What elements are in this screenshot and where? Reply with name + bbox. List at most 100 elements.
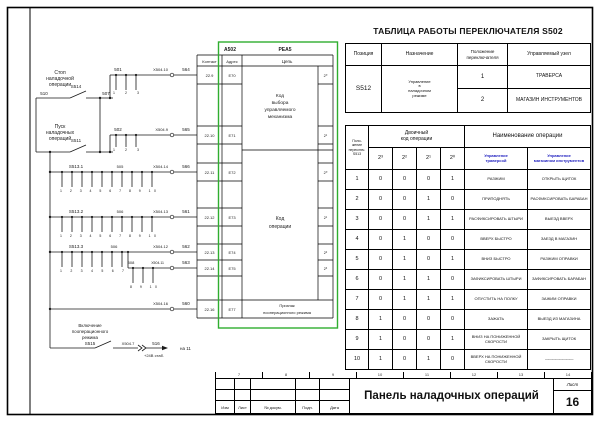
wire-564: 564 <box>182 67 190 72</box>
col-data: Дата <box>330 404 339 410</box>
col-selector-position: Поло- жение переключ. S513 <box>345 125 369 170</box>
svg-text:E77: E77 <box>228 307 236 312</box>
col-contact: Контакт <box>202 59 217 64</box>
svg-text:пооперационного режима: пооперационного режима <box>263 310 312 315</box>
contact-numbers: 1 2 3 <box>113 91 139 95</box>
switch-s513-2-label: S513.2 <box>69 209 84 214</box>
connector-x504-16: X504.16 <box>153 301 169 306</box>
connector-x504-7: X504.7 <box>122 341 135 346</box>
svg-text:E74: E74 <box>228 250 236 255</box>
supply-label: +24В стаб. <box>144 353 164 358</box>
bit-header: 2² <box>392 147 417 170</box>
wire-516: 516 <box>152 341 160 346</box>
col-dokum: № докум. <box>251 401 296 413</box>
zone-number: 7 <box>215 372 262 378</box>
switch-position: S512 <box>345 65 382 113</box>
col-unit: Управляемый узел <box>507 43 591 66</box>
state-cell: 2 <box>457 88 508 113</box>
highlight-box <box>217 41 339 329</box>
col-addr: Адрес <box>226 59 237 64</box>
op-row: 8 1 0 0 0 ЗАЖАТЬ ВЫЕЗД ИЗ МАГАЗИНА <box>345 309 591 330</box>
svg-text:E75: E75 <box>228 266 236 271</box>
sheet-label: Лист <box>554 379 591 391</box>
schematic-labels: Стоп наладочной операции 510 S514 507 Пу… <box>40 67 191 358</box>
zone-strip: 7 8 9 10 11 12 13 14 <box>215 372 592 378</box>
section-mode-flag: Признак <box>279 303 295 308</box>
contact-cell: 22.9 <box>206 73 215 78</box>
header-operation-name: Наименование операции <box>464 125 591 148</box>
wire-561: 561 <box>182 209 190 214</box>
svg-text:22.11: 22.11 <box>205 170 215 175</box>
svg-text:2⁰: 2⁰ <box>324 171 328 175</box>
op-pos: 1 <box>345 169 369 190</box>
svg-text:22.16: 22.16 <box>204 307 215 312</box>
bit-header: 2¹ <box>416 147 441 170</box>
op-magazine: ОТКРЫТЬ ЩИТОК <box>527 169 591 190</box>
op-row: 5 0 1 0 1 ВНИЗ БЫСТРО РАЗЖИМ ОПРАВКИ <box>345 249 591 270</box>
junction-dots <box>48 73 168 351</box>
connector-x504-13: X504.13 <box>153 209 169 214</box>
wire-501: 501 <box>114 67 122 72</box>
col-podp: Подп. <box>296 401 320 413</box>
svg-text:E73: E73 <box>228 215 236 220</box>
svg-text:E71: E71 <box>228 133 236 138</box>
op-row: 10 1 0 1 0 ВВЕРХ НА ПОНИЖЕННОЙ СКОРОСТИ … <box>345 349 591 370</box>
op-row: 4 0 1 0 0 ВВЕРХ БЫСТРО ЗАЕЗД В МАГАЗИН <box>345 229 591 250</box>
ladder-wiring <box>35 74 197 352</box>
operations-table-grid: Поло- жение переключ. S513 Двоичный код … <box>345 125 591 370</box>
col-position: Позиция <box>345 43 382 66</box>
col-state: Положение переключателя <box>457 43 508 66</box>
col-circuit: Цепь <box>282 59 293 64</box>
wire-560: 560 <box>182 301 190 306</box>
connector-table: A502 РЕА5 Контакт Адрес Цепь 22.9 22.10 … <box>196 41 339 329</box>
svg-text:E72: E72 <box>228 170 236 175</box>
op-row: 2 0 0 1 0 ПРИПОДНЯТЬ РАСФИКСИРОВАТЬ БАРА… <box>345 189 591 210</box>
svg-text:2¹: 2¹ <box>324 216 328 220</box>
svg-text:22.12: 22.12 <box>204 215 215 220</box>
section-select-code: Код <box>276 93 284 99</box>
svg-text:механизма: механизма <box>268 115 293 120</box>
state-cell: 1 <box>457 65 508 89</box>
to-sheet-ref: на 11 <box>180 346 191 351</box>
drawing-title: Панель наладочных операций <box>350 379 554 413</box>
svg-text:выбора: выбора <box>272 100 289 106</box>
op-row: 9 1 0 0 1 ВНИЗ НА ПОНИЖЕННОЙ СКОРОСТИ ЗА… <box>345 329 591 350</box>
svg-text:управляемого: управляемого <box>264 108 295 113</box>
connector-pins <box>169 72 175 312</box>
svg-text:1 2 3 4 5 6 7 8 9 10: 1 2 3 4 5 6 7 8 9 10 <box>60 189 156 193</box>
svg-text:22.14: 22.14 <box>204 266 215 271</box>
connector-x504-14: X504.14 <box>153 164 169 169</box>
wire-565: 565 <box>182 127 190 132</box>
connector-x504-10: X504.10 <box>153 67 169 72</box>
wire-508: 508 <box>128 260 135 265</box>
bit-header: 2³ <box>368 147 393 170</box>
op-row: 3 0 0 1 1 РАСФИКСИРОВАТЬ ШТЫРИ ВЫЕЗД ВВЕ… <box>345 209 591 230</box>
header-binary-code: Двоичный код операции <box>367 125 466 148</box>
svg-text:операции: операции <box>269 224 291 230</box>
wire-502: 502 <box>114 127 122 132</box>
wire-562: 562 <box>182 244 190 249</box>
wire-563: 563 <box>182 260 190 265</box>
svg-text:1 2 3: 1 2 3 <box>113 148 139 152</box>
section-op-code: Код <box>276 216 285 222</box>
sheet-frame <box>6 6 594 416</box>
col-list: Лист <box>235 401 251 413</box>
op-traverse: РАЗЖИМ <box>464 169 529 190</box>
switch-table-grid: Позиция Назначение Положение переключате… <box>345 43 591 113</box>
switch-s514-label: S514 <box>71 84 82 89</box>
switch-table-title: ТАБЛИЦА РАБОТЫ ПЕРЕКЛЮЧАТЕЛЯ S502 <box>373 26 563 36</box>
op-row: 1 0 0 0 1 РАЗЖИМ ОТКРЫТЬ ЩИТОК <box>345 169 591 190</box>
sheet-box: Лист 16 <box>554 379 591 413</box>
addr-cell: E70 <box>228 73 236 78</box>
operations-table: Поло- жение переключ. S513 Двоичный код … <box>345 125 591 370</box>
op-row: 6 0 1 1 0 ЗАФИКСИРОВАТЬ ШТЫРИ ЗАФИКСИРОВ… <box>345 269 591 290</box>
svg-text:22.10: 22.10 <box>204 133 215 138</box>
wire-510: 510 <box>40 91 48 96</box>
svg-text:22.13: 22.13 <box>204 250 215 255</box>
svg-text:операции: операции <box>49 82 71 88</box>
svg-text:2³: 2³ <box>324 267 328 271</box>
svg-text:1 2 3 4 5 6 7: 1 2 3 4 5 6 7 <box>60 269 124 273</box>
module-label: РЕА5 <box>278 47 291 53</box>
enable-label: Включение <box>78 323 102 328</box>
switch-s511-label: S511 <box>71 138 82 143</box>
